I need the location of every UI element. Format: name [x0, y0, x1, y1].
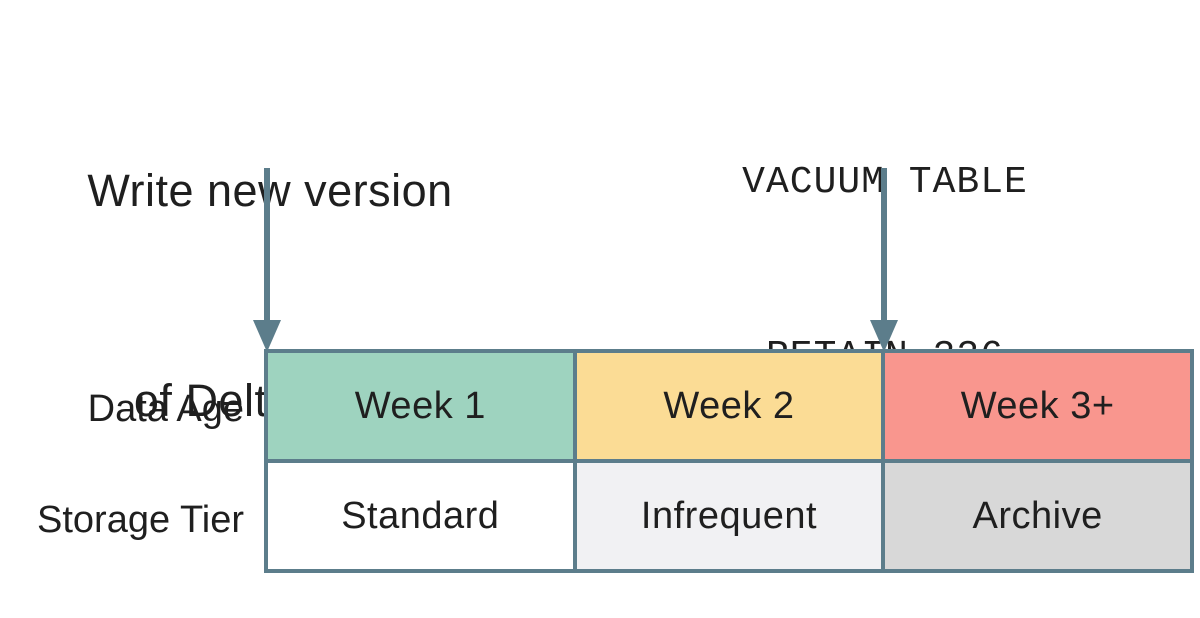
storage-tier-row-label: Storage Tier	[37, 499, 244, 541]
arrow-shaft	[264, 168, 270, 322]
storage-tier-standard-cell: Standard	[268, 463, 573, 569]
storage-tier-archive-cell: Archive	[885, 463, 1190, 569]
storage-tier-infrequent-cell: Infrequent	[576, 463, 882, 569]
data-age-week2-cell: Week 2	[576, 353, 882, 459]
arrow-head-icon	[870, 320, 898, 352]
data-age-row-label: Data Age	[87, 388, 244, 430]
vacuum-command-line1: VACUUM TABLE	[742, 161, 1028, 204]
arrow-shaft	[881, 168, 887, 322]
data-age-week3plus-cell: Week 3+	[885, 353, 1190, 459]
lifecycle-table: Week 1 Week 2 Week 3+ Standard Infrequen…	[264, 349, 1194, 573]
data-age-week1-cell: Week 1	[268, 353, 573, 459]
arrow-head-icon	[253, 320, 281, 352]
write-new-version-line1: Write new version	[87, 165, 453, 216]
